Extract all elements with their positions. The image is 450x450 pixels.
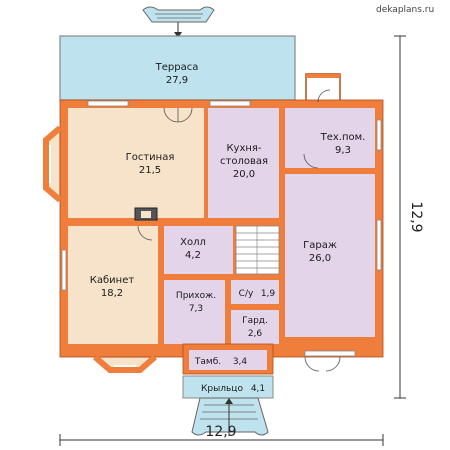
living-room — [68, 108, 204, 218]
terrace-room — [59, 35, 296, 101]
garage-name: Гараж — [303, 240, 337, 251]
stair-treads — [236, 226, 279, 274]
tech-room — [285, 108, 375, 168]
width-dimension: 12,9 — [205, 424, 236, 440]
porch-steps — [191, 397, 269, 436]
kitchen-name: Кухня- — [226, 143, 261, 154]
tech-area: 9,3 — [335, 145, 351, 156]
stairs — [235, 225, 280, 275]
living-name: Гостиная — [126, 152, 175, 163]
porch-area: 4,1 — [251, 384, 265, 394]
wc-room — [231, 280, 279, 304]
living-area: 21,5 — [139, 165, 161, 176]
porch-name: Крыльцо — [201, 384, 243, 394]
dimension-bottom — [59, 434, 384, 446]
kitchen-room — [208, 108, 279, 218]
entry-room — [164, 280, 225, 344]
office-bay-window — [93, 354, 157, 373]
entry-area: 7,3 — [189, 304, 203, 314]
office-area: 18,2 — [101, 288, 123, 299]
office-room — [68, 226, 158, 344]
vestibule-name: Тамб. — [194, 357, 221, 367]
watermark: dekaplans.ru — [376, 5, 434, 15]
garage-area: 26,0 — [309, 253, 331, 264]
hall-room — [164, 226, 233, 274]
hall-area: 4,2 — [185, 250, 201, 261]
wardrobe-area: 2,6 — [248, 329, 263, 339]
terrace-steps — [142, 6, 215, 38]
door-swings — [137, 89, 341, 372]
depth-dimension: 12,9 — [408, 201, 424, 232]
entry-name: Прихож. — [176, 291, 216, 301]
hall-name: Холл — [180, 237, 206, 248]
dimension-right — [394, 35, 406, 399]
garage-room — [285, 174, 375, 337]
kitchen-area: 20,0 — [233, 169, 255, 180]
windows — [61, 100, 382, 357]
terrace-name: Терраса — [155, 62, 199, 73]
living-bay-window — [43, 125, 62, 203]
wardrobe-room — [231, 310, 279, 344]
terrace-area: 27,9 — [166, 75, 188, 86]
tech-door-vestibule — [305, 73, 341, 103]
vestibule-room — [189, 350, 267, 370]
wardrobe-name: Гард. — [242, 316, 268, 326]
office-name: Кабинет — [90, 275, 135, 286]
wc-area: 1,9 — [261, 289, 276, 299]
wc-name: С/у — [239, 289, 254, 299]
tech-name: Тех.пом. — [320, 132, 366, 143]
vestibule-area: 3,4 — [233, 357, 248, 367]
kitchen-name-2: столовая — [220, 156, 268, 167]
